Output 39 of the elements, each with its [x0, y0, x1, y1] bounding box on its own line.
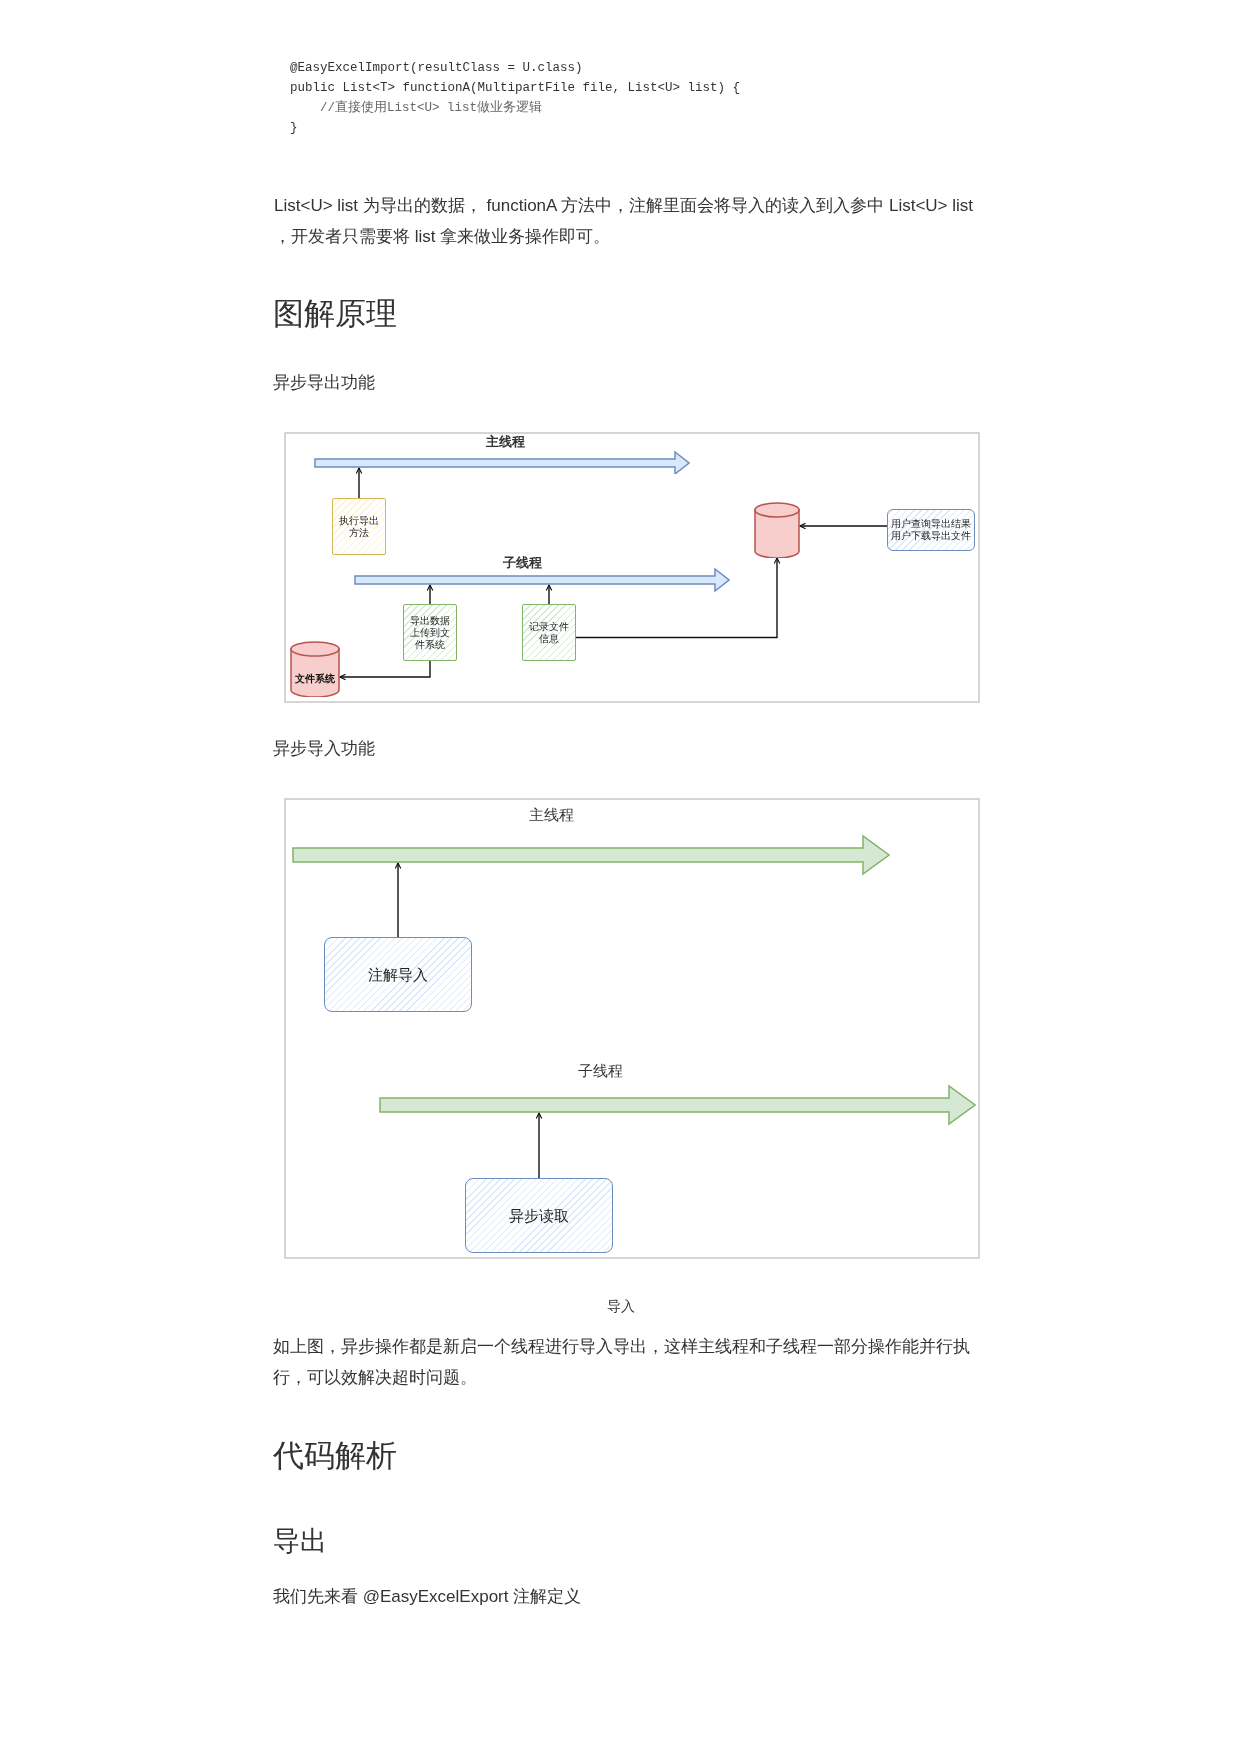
thread-label: 主线程: [484, 434, 526, 450]
process-box: [887, 509, 975, 551]
code-comment: //直接使用List<U> list做业务逻辑: [320, 100, 544, 117]
arrow: [799, 522, 888, 530]
node-label: 执行导出方法: [338, 514, 380, 539]
node-label: 注解导入: [368, 965, 428, 984]
arrow: [535, 1112, 543, 1179]
node-label: 用户下载导出文件: [891, 530, 971, 542]
section-heading: 代码解析: [273, 1437, 398, 1475]
node-label: 导出数据上传到文件系统: [409, 614, 451, 651]
code-line: public List<T> functionA(MultipartFile file, List<U> list) {: [290, 80, 742, 97]
thread-label: 主线程: [527, 806, 575, 824]
arrow: [355, 467, 363, 499]
arrow: [545, 584, 553, 605]
figure-caption: 导入: [606, 1297, 636, 1316]
arrow: [339, 660, 431, 681]
code-line: @EasyExcelImport(resultClass = U.class): [290, 60, 584, 77]
paragraph: List<U> list 为导出的数据， functionA 方法中，注解里面会将导入的读入到入参中 List<U> list ，开发者只需要将 list 拿来做业务操作即可。: [274, 195, 974, 248]
paragraph: 如上图，异步操作都是新启一个线程进行导入导出，这样主线程和子线程一部分操作能并行执行，可以效解决超时问题。: [273, 1336, 971, 1389]
thread-label: 子线程: [501, 555, 543, 571]
node-label: 用户查询导出结果: [891, 518, 971, 530]
subheading: 异步导出功能: [273, 372, 376, 394]
arrow: [394, 862, 402, 938]
section-heading: 图解原理: [273, 295, 398, 333]
node-label: 异步读取: [509, 1206, 569, 1225]
node-label: 记录文件信息: [528, 620, 570, 645]
process-box: [522, 604, 576, 661]
paragraph: 我们先来看 @EasyExcelExport 注解定义: [273, 1586, 583, 1608]
process-box: [324, 937, 472, 1012]
process-box: [332, 498, 386, 555]
thread-label: 子线程: [576, 1062, 624, 1080]
section-heading: 导出: [273, 1525, 328, 1558]
arrow: [426, 584, 434, 605]
process-box: [403, 604, 457, 661]
subheading: 异步导入功能: [273, 738, 376, 760]
node-label: 文件系统: [294, 673, 336, 685]
process-box: [465, 1178, 613, 1253]
arrow: [575, 557, 781, 639]
code-line: }: [290, 120, 299, 137]
